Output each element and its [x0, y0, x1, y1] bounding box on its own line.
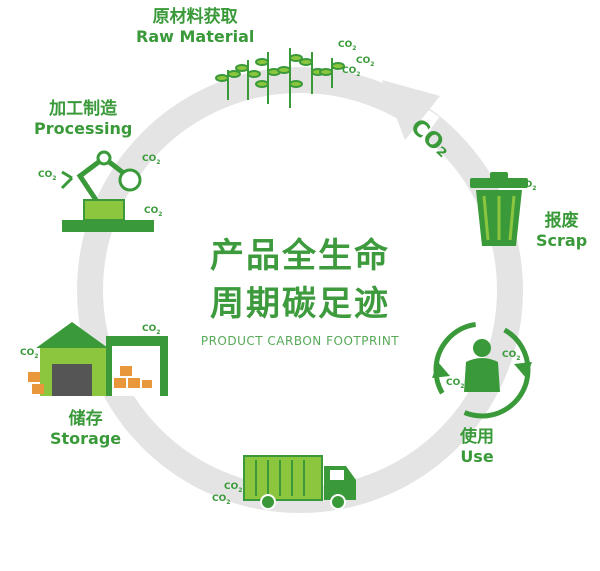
co2-badge: CO2 [144, 206, 163, 218]
stage-en: Scrap [536, 230, 588, 250]
co2-badge: CO2 [212, 494, 231, 506]
stage-label-storage: 储存 Storage [50, 409, 122, 448]
co2-badge: CO2 [342, 66, 361, 78]
center-title-line1: 产品全生命 [210, 236, 390, 276]
center-subtitle: PRODUCT CARBON FOOTPRINT [200, 334, 400, 348]
delivery-truck-icon [243, 455, 356, 510]
co2-badge: CO2 [356, 56, 375, 68]
co2-badge: CO2 [142, 324, 161, 336]
co2-badge: CO2 [142, 154, 161, 166]
stage-label-raw-material: 原材料获取 Raw Material [136, 7, 255, 46]
co2-badge: CO2 [38, 170, 57, 182]
plant-sprouts-icon [215, 48, 345, 108]
stage-zh: 加工制造 [49, 99, 118, 119]
stage-en: Use [460, 446, 494, 466]
warehouse-icon [28, 322, 168, 396]
stage-label-use: 使用 Use [460, 427, 494, 466]
stage-en: Raw Material [136, 26, 255, 46]
stage-label-processing: 加工制造 Processing [34, 99, 133, 138]
robot-arm-icon [60, 150, 154, 232]
stage-en: Processing [34, 118, 133, 138]
co2-badge: CO2 [446, 378, 465, 390]
center-title-line2: 周期碳足迹 [210, 284, 390, 324]
stage-label-scrap: 报废 Scrap [536, 211, 588, 250]
co2-badge: CO2 [502, 350, 521, 362]
trash-bin-icon [470, 172, 528, 246]
stage-en: Storage [50, 428, 122, 448]
person-recycle-icon [432, 321, 532, 419]
co2-badge: CO2 [518, 180, 537, 192]
co2-badge: CO2 [224, 482, 243, 494]
co2-badge: CO2 [20, 348, 39, 360]
cycle-arrow-head [382, 80, 440, 140]
stage-zh: 储存 [68, 409, 103, 429]
co2-badge: CO2 [338, 40, 357, 52]
stage-zh: 报废 [544, 211, 579, 231]
stage-zh: 使用 [460, 427, 494, 447]
stage-zh: 原材料获取 [152, 7, 238, 27]
